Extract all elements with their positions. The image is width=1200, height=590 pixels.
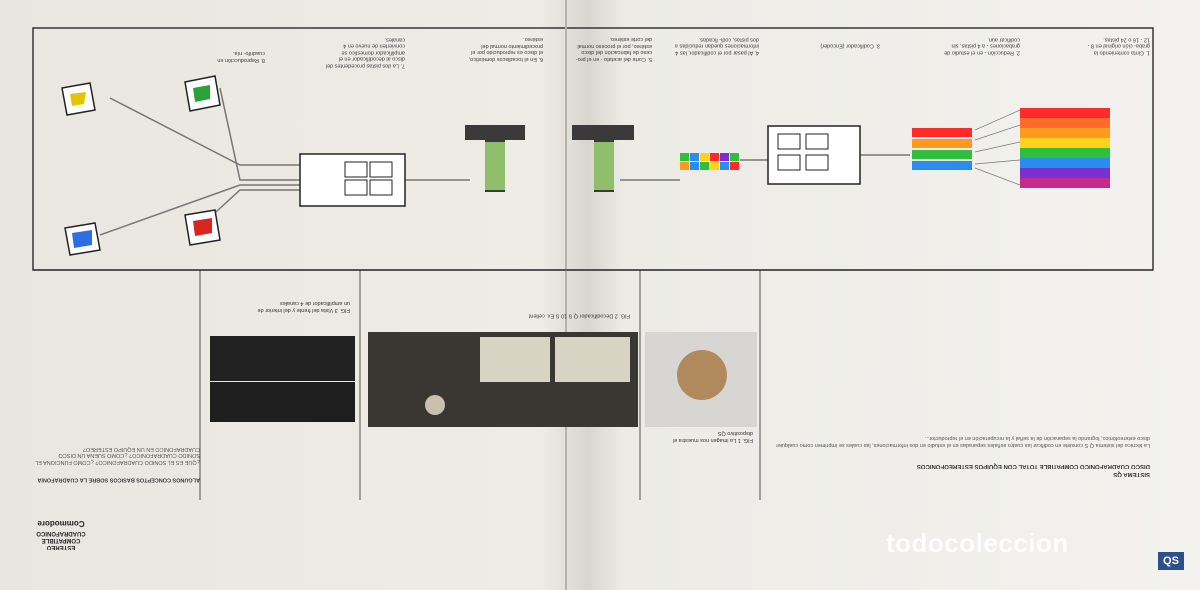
speaker-icon [184,209,221,246]
left-text-body: ¿QUE ES EL SONIDO CUADRAFONICO? ¿COMO FU… [35,446,200,465]
step-6: 6. En el tocadiscos doméstico, el disco … [468,36,543,63]
fig-caption-2: FIG. 2 Decodificador Q S 10 S Ex. cellen… [528,312,630,319]
brand-line: ESTEREO [46,544,76,550]
fig-caption-3: FIG. 3 Vista del frente y del interior d… [257,300,350,314]
watermark: todocoleccion [886,528,1069,558]
speaker-icon [64,222,101,256]
fig-caption-1: FIG. 1 La imagen nos muestra el disposit… [672,430,753,444]
left-text-title: ALGUNOS CONCEPTOS BASICOS SOBRE LA CUADR… [37,476,200,483]
step-8: 8. Reproducción en cuadrifo- nía. [217,50,265,64]
speaker-icon [184,75,221,112]
qs-logo: QS [1158,552,1184,570]
step-3: 3. Codificador (Encoder) [820,42,880,49]
step-1: 1. Cinta conteniendo la graba- ción orig… [1087,36,1150,56]
right-text-body: La técnica del sistema Q S consiste en c… [775,435,1150,449]
step-5: 5. Corte del acetato - en el pro- ceso d… [575,36,652,63]
brand-company: Commodore [37,519,85,528]
step-2: 2. Reducción - en el estudio de grabacio… [944,36,1020,56]
step-4: 4. Al pasar por el codificador, las 4 in… [674,36,759,56]
speaker-icon [61,82,96,116]
brand-line: COMPATIBLE [41,537,81,543]
brand-block: ESTEREO COMPATIBLE CUADRAFONICO Commodor… [26,519,96,550]
right-text-sub: SISTEMA QS [1113,471,1150,477]
amplifier-image [210,336,355,381]
right-text-title: DISCO CUADRAFONICO COMPATIBLE TOTAL CON … [916,463,1150,469]
brand-line: CUADRAFONICO [36,530,86,536]
step-7: 7. La dos pistas procedentes del disco a… [325,36,405,69]
